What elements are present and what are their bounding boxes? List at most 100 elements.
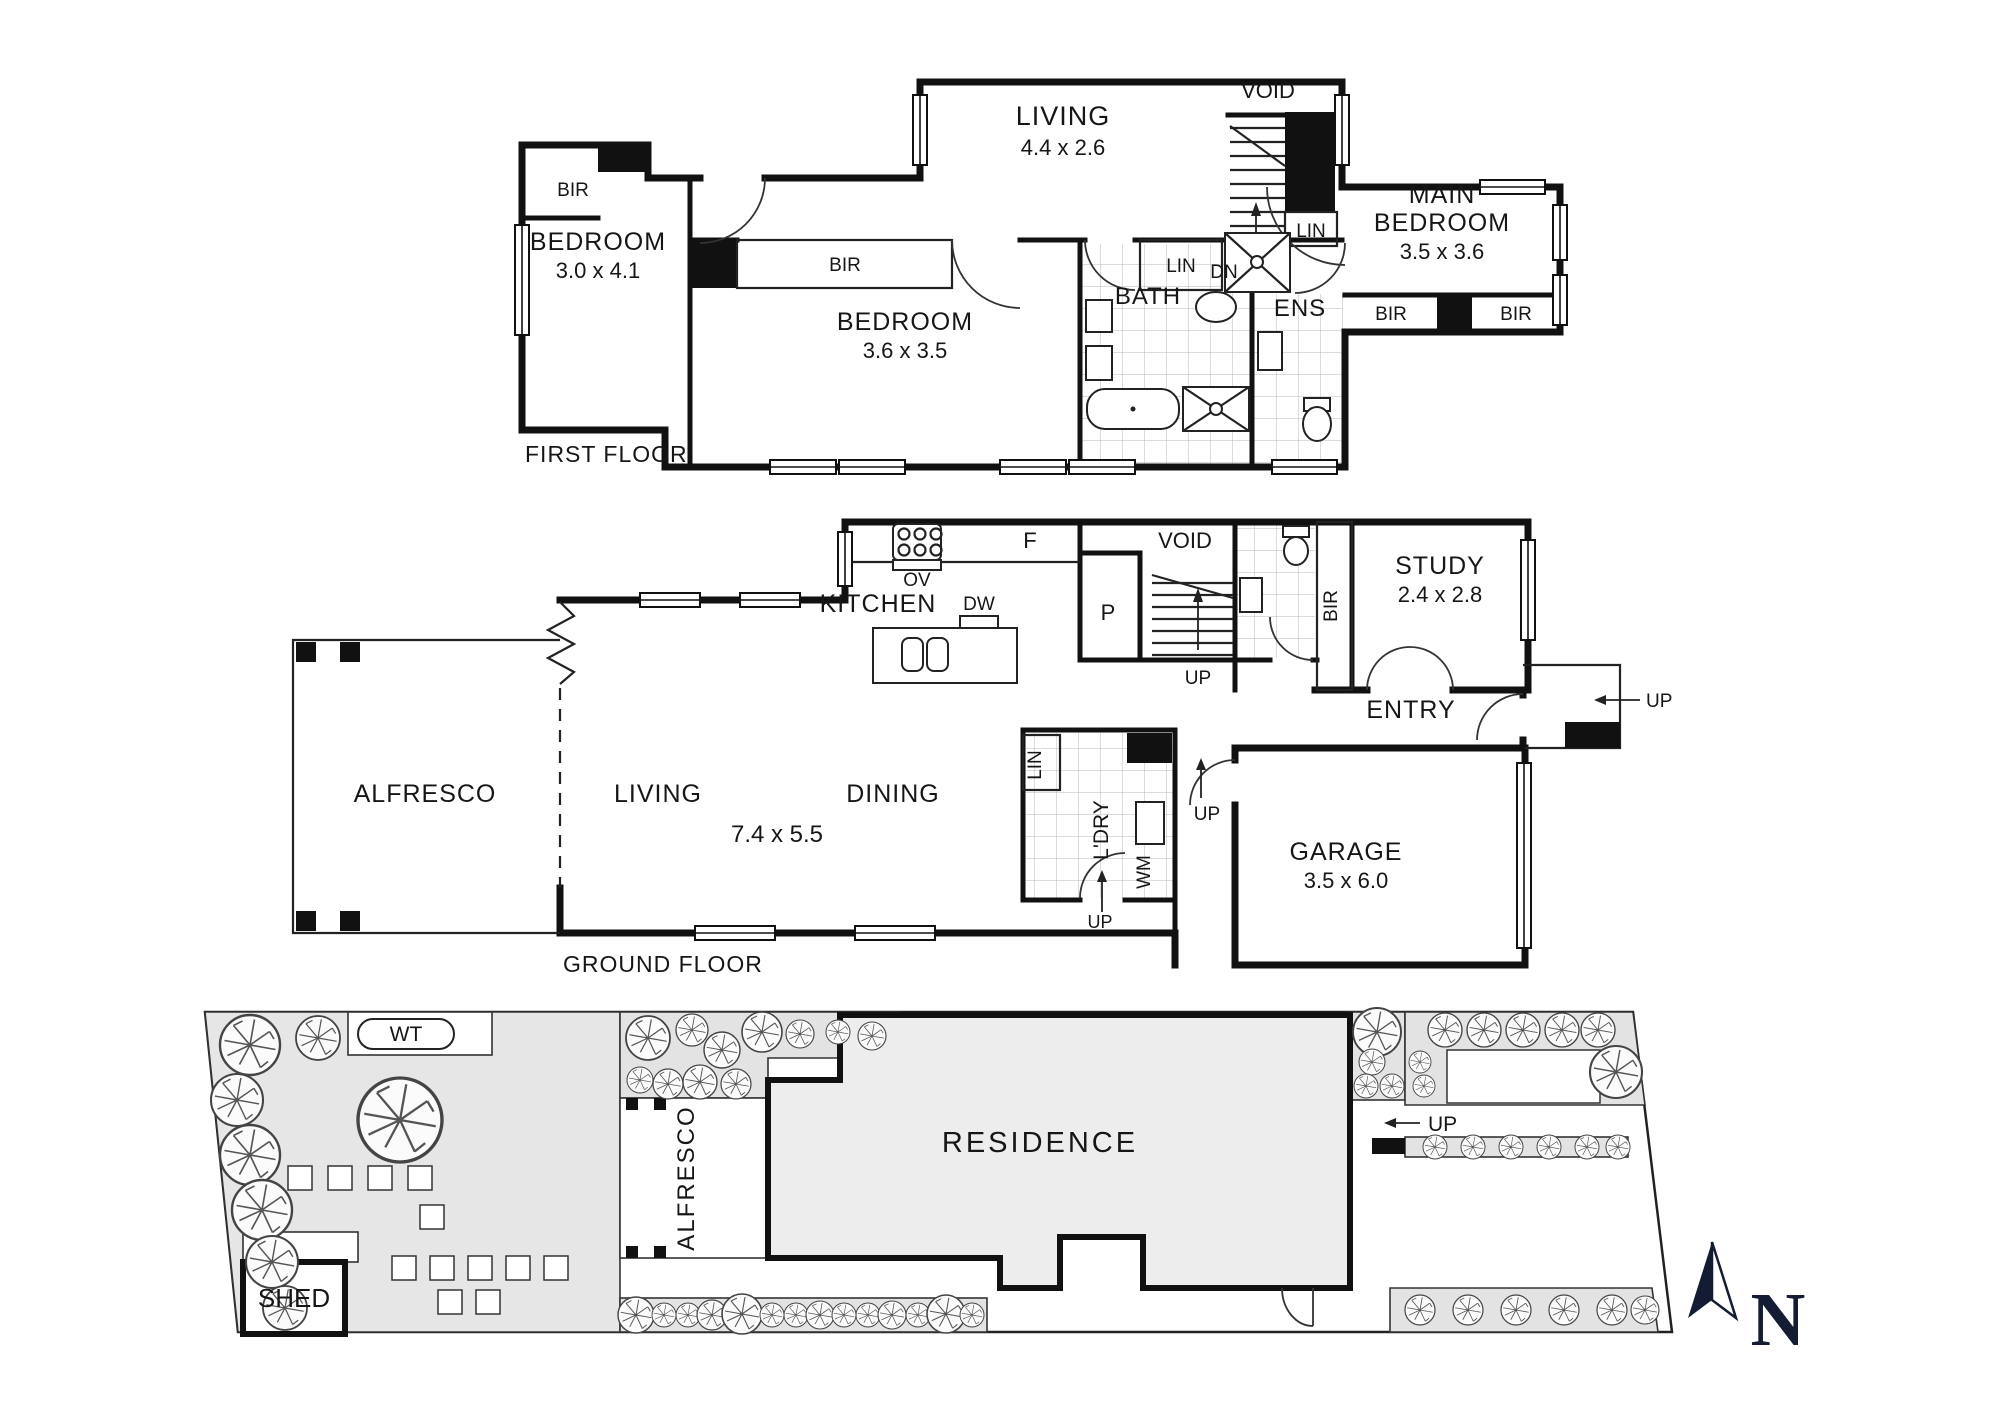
door-arc-study-left — [1366, 646, 1411, 691]
label-void-gf: VOID — [1158, 528, 1212, 553]
label-up-stairs: UP — [1185, 668, 1211, 689]
ground-floor-title: GROUND FLOOR — [563, 951, 763, 977]
label-laundry: L'DRY — [1090, 800, 1113, 860]
label-bedroom2: BEDROOM — [837, 308, 973, 336]
kitchen-fittings — [845, 523, 1080, 684]
first-floor-title: FIRST FLOOR — [525, 441, 688, 467]
label-up-garage: UP — [1194, 804, 1220, 825]
label-main-bedroom-dims: 3.5 x 3.6 — [1400, 239, 1484, 264]
door-arc-front — [1476, 693, 1524, 741]
first-floor-interior-walls — [519, 112, 1563, 470]
door-arc-garage — [1189, 759, 1236, 806]
label-up-porch: UP — [1646, 691, 1672, 712]
label-living-dining-dims: 7.4 x 5.5 — [731, 821, 823, 848]
paved-pad — [1446, 1049, 1601, 1104]
label-residence: RESIDENCE — [942, 1127, 1138, 1159]
vanity — [1085, 299, 1113, 333]
label-up-site: UP — [1428, 1113, 1457, 1136]
label-up-laundry: UP — [1087, 912, 1112, 932]
up-arrow-garage — [1196, 758, 1206, 798]
label-bir-right: BIR — [1500, 304, 1532, 325]
door-arc-study-right — [1409, 646, 1454, 691]
stair-newel-block — [1285, 112, 1335, 212]
label-entry: ENTRY — [1366, 696, 1455, 724]
basin — [1195, 291, 1237, 323]
door-arc-powder — [1269, 616, 1314, 661]
sink — [926, 637, 949, 672]
label-garage-dims: 3.5 x 6.0 — [1304, 868, 1388, 893]
stairs-down — [1229, 125, 1286, 266]
shower-bath — [1182, 386, 1250, 432]
first-floor-plan: BIR BEDROOM 3.0 x 4.1 LIVING 4.4 x 2.6 V… — [514, 78, 1568, 475]
label-living-ff: LIVING — [1016, 101, 1111, 131]
label-dining: DINING — [846, 780, 940, 808]
label-living-gf: LIVING — [614, 780, 702, 808]
label-wm: WM — [1134, 855, 1155, 889]
label-bedroom1-dims: 3.0 x 4.1 — [556, 258, 640, 283]
label-living-ff-dims: 4.4 x 2.6 — [1021, 135, 1105, 160]
door-arc-laundry — [1079, 852, 1126, 899]
label-kitchen: KITCHEN — [820, 590, 937, 618]
site-plan: WT SHED ALFRESCO RESIDENCE UP — [203, 1007, 1674, 1337]
porch-step — [1565, 722, 1620, 748]
label-pantry: P — [1101, 600, 1116, 625]
door-arc-bedroom1 — [699, 177, 766, 244]
label-bath: BATH — [1115, 283, 1181, 310]
wall-block — [1437, 295, 1472, 332]
label-bir-gf: BIR — [1321, 590, 1342, 622]
alfresco-gf — [291, 638, 560, 935]
ground-floor-plan: OV F KITCHEN DW VOID P UP BIR STUDY 2.4 … — [291, 518, 1672, 977]
label-bir-bed2: BIR — [829, 255, 861, 276]
wall-block — [1127, 733, 1172, 763]
label-garage: GARAGE — [1290, 838, 1403, 866]
label-bir-left: BIR — [1375, 304, 1407, 325]
laundry-walls — [1020, 727, 1178, 936]
zigzag-break — [545, 601, 577, 685]
label-bir-top: BIR — [557, 180, 589, 201]
north-arrow: N — [1688, 1241, 1806, 1362]
washing-machine — [1135, 801, 1165, 845]
shower-ens — [1224, 232, 1291, 293]
site-door-arc — [1281, 1287, 1314, 1327]
label-wt: WT — [390, 1023, 423, 1046]
alfresco-site — [619, 1097, 769, 1259]
site-up-arrow — [1372, 1118, 1420, 1154]
north-needle-dark — [1688, 1242, 1712, 1318]
label-lin-stairs: LIN — [1296, 221, 1326, 242]
label-main-bedroom-2: BEDROOM — [1374, 209, 1510, 237]
ground-floor-windows — [639, 531, 1536, 941]
label-fridge: F — [1023, 528, 1036, 553]
front-porch — [1523, 663, 1640, 750]
lin-closet-bath — [1138, 238, 1224, 292]
door-arc-ens — [1294, 242, 1346, 294]
up-arrow-laundry — [1097, 870, 1107, 912]
lin-closet-stairs — [1283, 210, 1339, 248]
vanity — [1085, 345, 1113, 381]
label-lin-bath: LIN — [1166, 256, 1196, 277]
wall-block — [598, 145, 648, 172]
label-dn: DN — [1210, 262, 1237, 283]
door-arc-bedroom2 — [951, 239, 1021, 309]
label-bedroom2-dims: 3.6 x 3.5 — [863, 338, 947, 363]
lin-closet-gf — [1021, 733, 1062, 792]
label-dw: DW — [963, 594, 995, 615]
label-ens: ENS — [1274, 295, 1326, 322]
label-study: STUDY — [1395, 552, 1485, 580]
wall-block — [690, 240, 737, 288]
label-bedroom1: BEDROOM — [530, 228, 666, 256]
label-void-ff: VOID — [1241, 78, 1295, 103]
label-lin-gf: LIN — [1025, 750, 1046, 780]
north-letter: N — [1751, 1278, 1806, 1362]
bathtub — [1086, 388, 1180, 430]
vanity — [1257, 331, 1283, 371]
stairs-up — [1151, 573, 1234, 657]
bir-closet-gf — [1315, 520, 1354, 692]
door-arc-bath — [1084, 239, 1136, 291]
powder-fixtures — [1239, 525, 1310, 613]
water-tank — [347, 1011, 493, 1056]
first-floor-windows — [514, 94, 1568, 475]
residence-footprint — [765, 1012, 1353, 1291]
label-alfresco-site: ALFRESCO — [673, 1105, 700, 1250]
